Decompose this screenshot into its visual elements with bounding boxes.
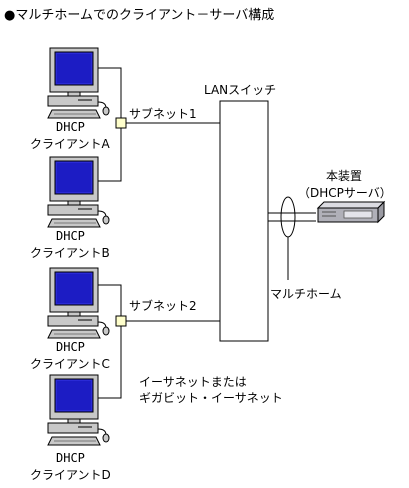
page-title: ●マルチホームでのクライアント－サーバ構成 xyxy=(4,8,274,23)
server-name: 本装置 xyxy=(326,169,362,183)
client-a: DHCP クライアントA xyxy=(30,47,111,151)
ethernet-note-line2: ギガビット・イーサネット xyxy=(139,391,283,405)
subnet2-label: サブネット2 xyxy=(129,298,197,313)
client-b-name: クライアントB xyxy=(30,246,110,260)
subnet1-label: サブネット1 xyxy=(129,106,197,121)
subnet2-hub xyxy=(115,315,127,327)
client-c-protocol: DHCP xyxy=(56,340,85,354)
client-a-name: クライアントA xyxy=(30,137,111,151)
client-a-protocol: DHCP xyxy=(56,120,85,134)
subnet2-wiring xyxy=(98,284,220,399)
subnet1-hub xyxy=(115,117,127,129)
computer-icon xyxy=(47,374,110,446)
client-b: DHCP クライアントB xyxy=(30,156,110,260)
client-d-name: クライアントD xyxy=(30,468,111,482)
ethernet-note-line1: イーサネットまたは xyxy=(139,375,247,389)
client-c-name: クライアントC xyxy=(30,357,110,371)
client-c: DHCP クライアントC xyxy=(30,267,110,371)
client-b-protocol: DHCP xyxy=(56,229,85,243)
client-d: DHCP クライアントD xyxy=(30,374,111,482)
computer-icon xyxy=(47,47,110,119)
subnet1-wiring xyxy=(98,67,220,182)
multihome-links xyxy=(268,196,316,280)
lan-switch xyxy=(219,100,269,342)
lan-switch-label: LANスイッチ xyxy=(204,83,276,97)
server-role: （DHCPサーバ） xyxy=(298,186,392,200)
computer-icon xyxy=(47,267,110,339)
client-d-protocol: DHCP xyxy=(56,451,85,465)
multihome-label: マルチホーム xyxy=(270,287,342,301)
server-unit xyxy=(316,200,386,224)
computer-icon xyxy=(47,156,110,228)
